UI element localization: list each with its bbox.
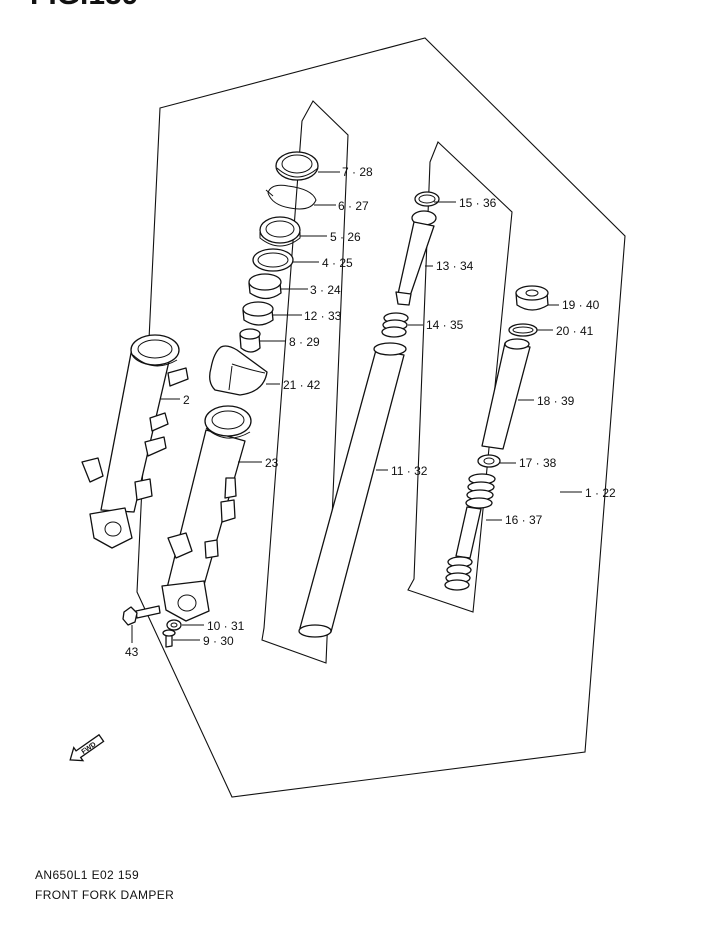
callout-5-26: 5 · 26 <box>330 230 361 244</box>
footer-title: FRONT FORK DAMPER <box>35 888 175 902</box>
dust-seal-part <box>275 151 319 181</box>
callout-11-32: 11 · 32 <box>391 464 428 478</box>
callout-21-42: 21 · 42 <box>283 378 321 392</box>
spring-seat-part <box>477 454 501 468</box>
callout-10-31: 10 · 31 <box>207 619 245 633</box>
rebound-spring-part <box>381 312 409 338</box>
callout-18-39: 18 · 39 <box>537 394 575 408</box>
footer-model-code: AN650L1 E02 159 <box>35 868 140 882</box>
assembly-frame <box>136 37 626 798</box>
fwd-arrow-icon: FWD <box>69 733 105 762</box>
callout-43: 43 <box>125 645 139 659</box>
oil-lock-piece-part <box>239 328 261 353</box>
callout-2: 2 <box>183 393 190 407</box>
callout-3-24: 3 · 24 <box>310 283 341 297</box>
callout-4-25: 4 · 25 <box>322 256 353 270</box>
callout-14-35: 14 · 35 <box>426 318 464 332</box>
slide-bushing-part <box>242 301 274 326</box>
inner-tube-part <box>298 342 407 638</box>
fork-spring-part <box>444 473 496 591</box>
callout-20-41: 20 · 41 <box>556 324 594 338</box>
callout-1-22: 1 · 22 <box>585 486 616 500</box>
callout-19-40: 19 · 40 <box>562 298 600 312</box>
damper-bolt-part <box>162 629 176 648</box>
outer-tube-left-part <box>81 334 189 549</box>
outer-tube-right-part <box>161 405 252 622</box>
axle-clamp-bolt-part <box>122 605 161 626</box>
callout-15-36: 15 · 36 <box>459 196 497 210</box>
cap-bolt-part <box>515 285 549 311</box>
leader-lines <box>131 171 582 643</box>
callout-9-30: 9 · 30 <box>203 634 234 648</box>
fwd-label: FWD <box>80 741 97 756</box>
callout-12-33: 12 · 33 <box>304 309 342 323</box>
oil-seal-part <box>259 216 301 247</box>
callout-6-27: 6 · 27 <box>338 199 369 213</box>
gasket-part <box>166 619 182 631</box>
callout-8-29: 8 · 29 <box>289 335 320 349</box>
callout-13-34: 13 · 34 <box>436 259 474 273</box>
damper-frame <box>407 141 513 613</box>
callout-16-37: 16 · 37 <box>505 513 543 527</box>
inner-tube-frame <box>261 100 349 664</box>
spacer-tube-part <box>481 338 531 450</box>
callout-7-28: 7 · 28 <box>342 165 373 179</box>
figure-title: FIG.159 <box>30 0 138 11</box>
cap-o-ring-part <box>508 323 538 337</box>
guide-bushing-part <box>248 273 282 300</box>
damper-ring-part <box>414 191 440 207</box>
fork-cover-part <box>209 345 268 396</box>
seal-spacer-part <box>252 248 294 272</box>
callout-17-38: 17 · 38 <box>519 456 557 470</box>
callout-23: 23 <box>265 456 279 470</box>
damper-rod-part <box>395 210 437 306</box>
stopper-ring-part <box>265 184 317 210</box>
